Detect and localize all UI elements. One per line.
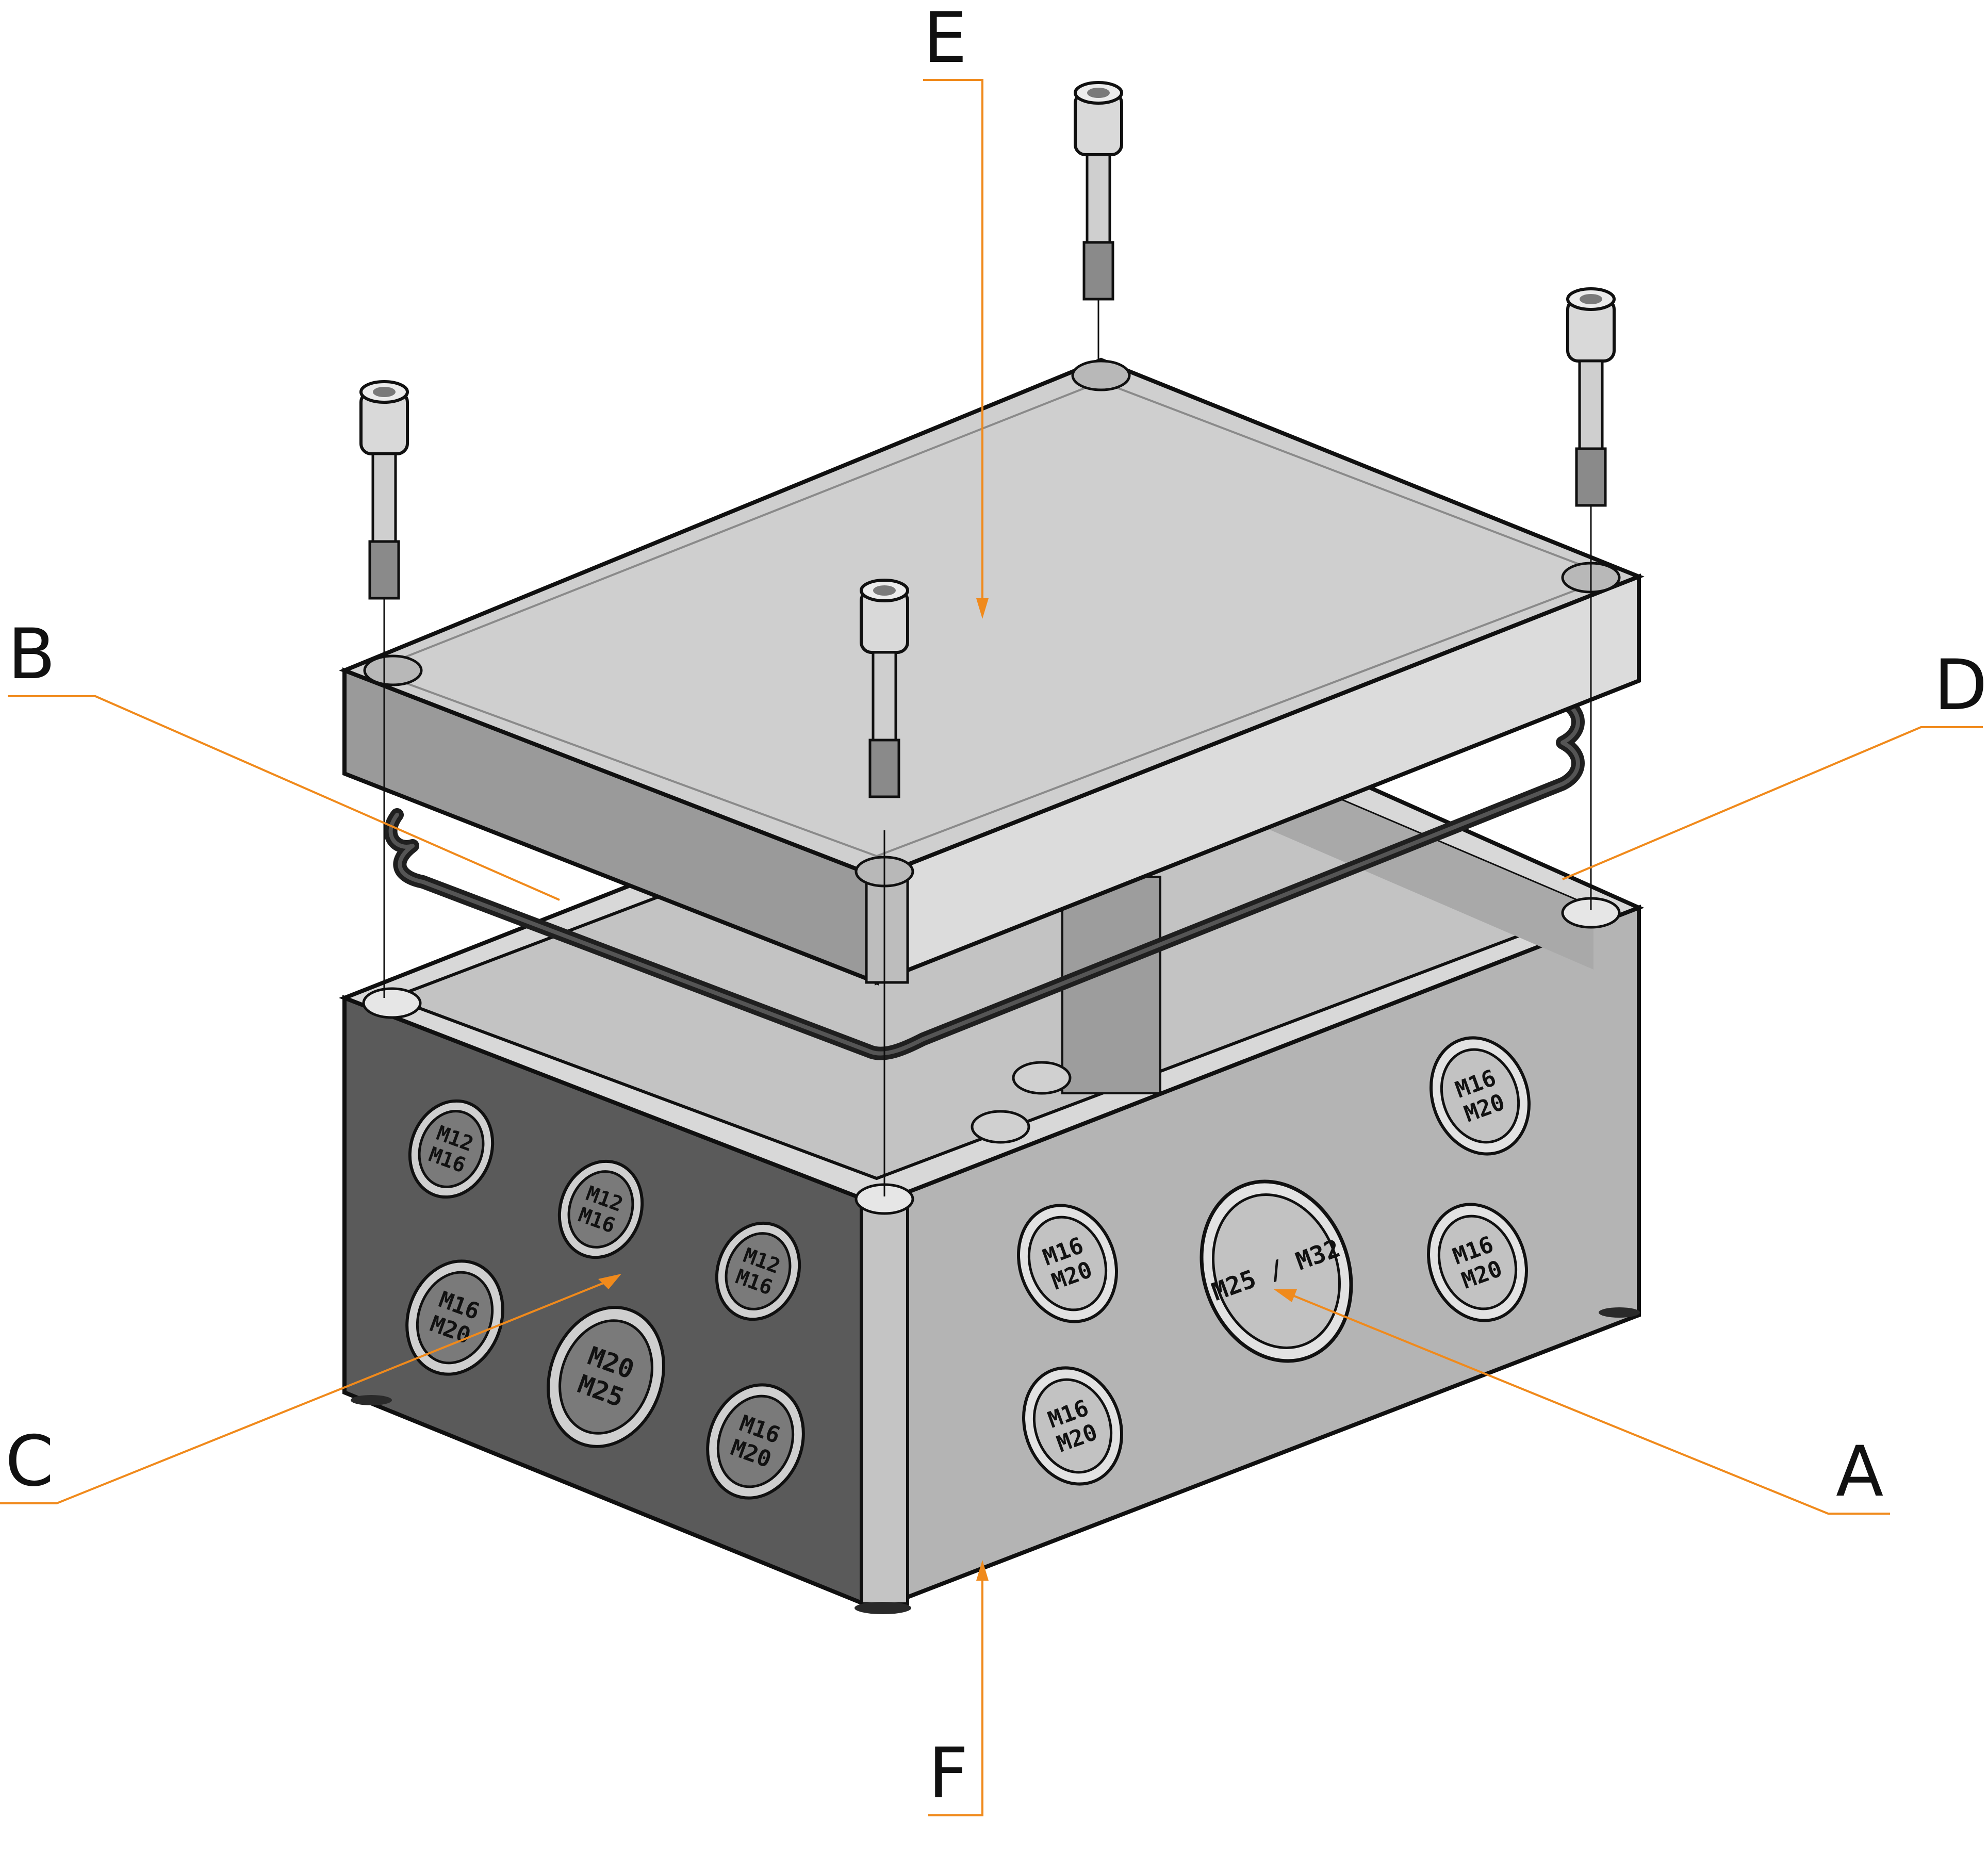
knockout-left-bottom-3: M16 M20 [706,1383,805,1500]
screw-guides [383,299,1592,1196]
internal-boss [971,1110,1030,1144]
callout-e: E [923,0,967,78]
base-foot [855,1602,911,1614]
knockout-right-bottom-2: M16 M20 [1427,1203,1528,1322]
base-corner-pillar [860,1200,909,1605]
arrowhead-a [1274,1289,1297,1302]
callout-a: A [1836,1431,1883,1512]
leader-b [8,695,560,901]
arrowhead-e [976,598,989,619]
lid-corner-bevel [865,875,909,984]
front-knockouts: M12 M16 M12 M16 M12 M16 M16 M20 M20 M25 [405,1099,805,1500]
knockout-left-top-2: M12 M16 [557,1159,644,1259]
right-knockouts: M25 / M32 M16 M20 M16 M20 M16 M20 M16 M2… [1017,1036,1531,1486]
leader-c [0,1278,614,1504]
base-screw-hole [362,987,422,1019]
internal-boss [1012,1061,1072,1095]
base-foot [351,1395,392,1405]
knockout-left-top-1: M12 M16 [408,1099,495,1199]
knockout-left-bottom-2: M20 M25 [547,1306,665,1448]
callout-leaders [0,79,1983,1816]
screw-2 [1074,81,1123,301]
knockout-right-large: M25 / M32 [1200,1179,1353,1363]
internal-column [1061,876,1161,1094]
arrowhead-c [598,1274,621,1289]
leader-f [928,1565,983,1816]
base-foot [1599,1307,1640,1318]
knockout-left-bottom-1: M16 M20 [405,1259,504,1376]
arrowhead-f [976,1560,989,1581]
lid-top [339,357,1645,879]
gasket-ring-highlight [388,699,1580,1056]
knockout-left-top-3: M12 M16 [715,1221,801,1321]
leader-e [923,79,983,611]
lid-screw-hole [1071,359,1131,391]
gasket [384,695,1585,1060]
knockout-right-top-2: M16 M20 [1430,1036,1531,1156]
screw-4 [860,579,909,798]
knockout-right-top-1: M16 M20 [1017,1204,1118,1323]
callout-arrowheads [598,598,1297,1581]
leader-a [1284,1291,1890,1515]
callout-d: D [1934,645,1987,726]
callout-f: F [928,1733,968,1814]
screw-3 [1566,287,1616,507]
lid [339,357,1645,986]
callout-b: B [8,614,56,695]
knockout-right-bottom-1: M16 M20 [1022,1366,1123,1486]
lid-screw-hole [363,654,423,686]
callout-c: C [5,1421,54,1502]
leader-d [1562,726,1983,880]
screw-1 [359,380,409,600]
